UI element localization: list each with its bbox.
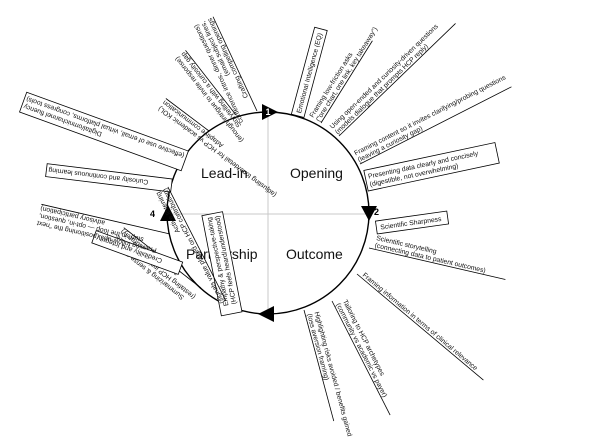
arrow-right-icon: [262, 104, 278, 120]
arrow-left-icon: [258, 306, 274, 322]
svg-text:Tailoring to HCP archetypes: Tailoring to HCP archetypes: [341, 299, 386, 378]
svg-text:(effective use of email, virtu: (effective use of email, virtual platfor…: [26, 95, 186, 159]
label-curiosity-learning: Curiosity and continuous learning: [45, 163, 173, 193]
svg-text:1: 1: [265, 107, 270, 117]
marker-1: 1: [262, 104, 278, 120]
quadrant-opening: Opening: [290, 165, 343, 181]
quadrant-lead-in: Lead-in: [201, 165, 248, 181]
svg-text:4: 4: [150, 209, 155, 219]
marker-3: 3: [258, 306, 274, 322]
label-scientific-sharpness: Scientific Sharpness: [375, 210, 450, 235]
arrow-up-icon: [160, 205, 176, 221]
svg-text:2: 2: [374, 207, 379, 217]
marker-2: 2: [361, 206, 379, 221]
label-empathy: Empathy & perspective-taking (HCP feels …: [201, 211, 243, 317]
svg-text:(community vs academic vs paye: (community vs academic vs payer): [334, 302, 388, 398]
quadrant-outcome: Outcome: [286, 246, 343, 262]
svg-text:3: 3: [265, 310, 270, 320]
arrow-down-icon: [361, 206, 377, 221]
label-scientific-storytelling: Scientific storytelling (connecting data…: [368, 235, 506, 280]
marker-4: 4: [150, 205, 176, 221]
svg-text:Framing information in terms o: Framing information in terms of clinical…: [361, 272, 479, 372]
